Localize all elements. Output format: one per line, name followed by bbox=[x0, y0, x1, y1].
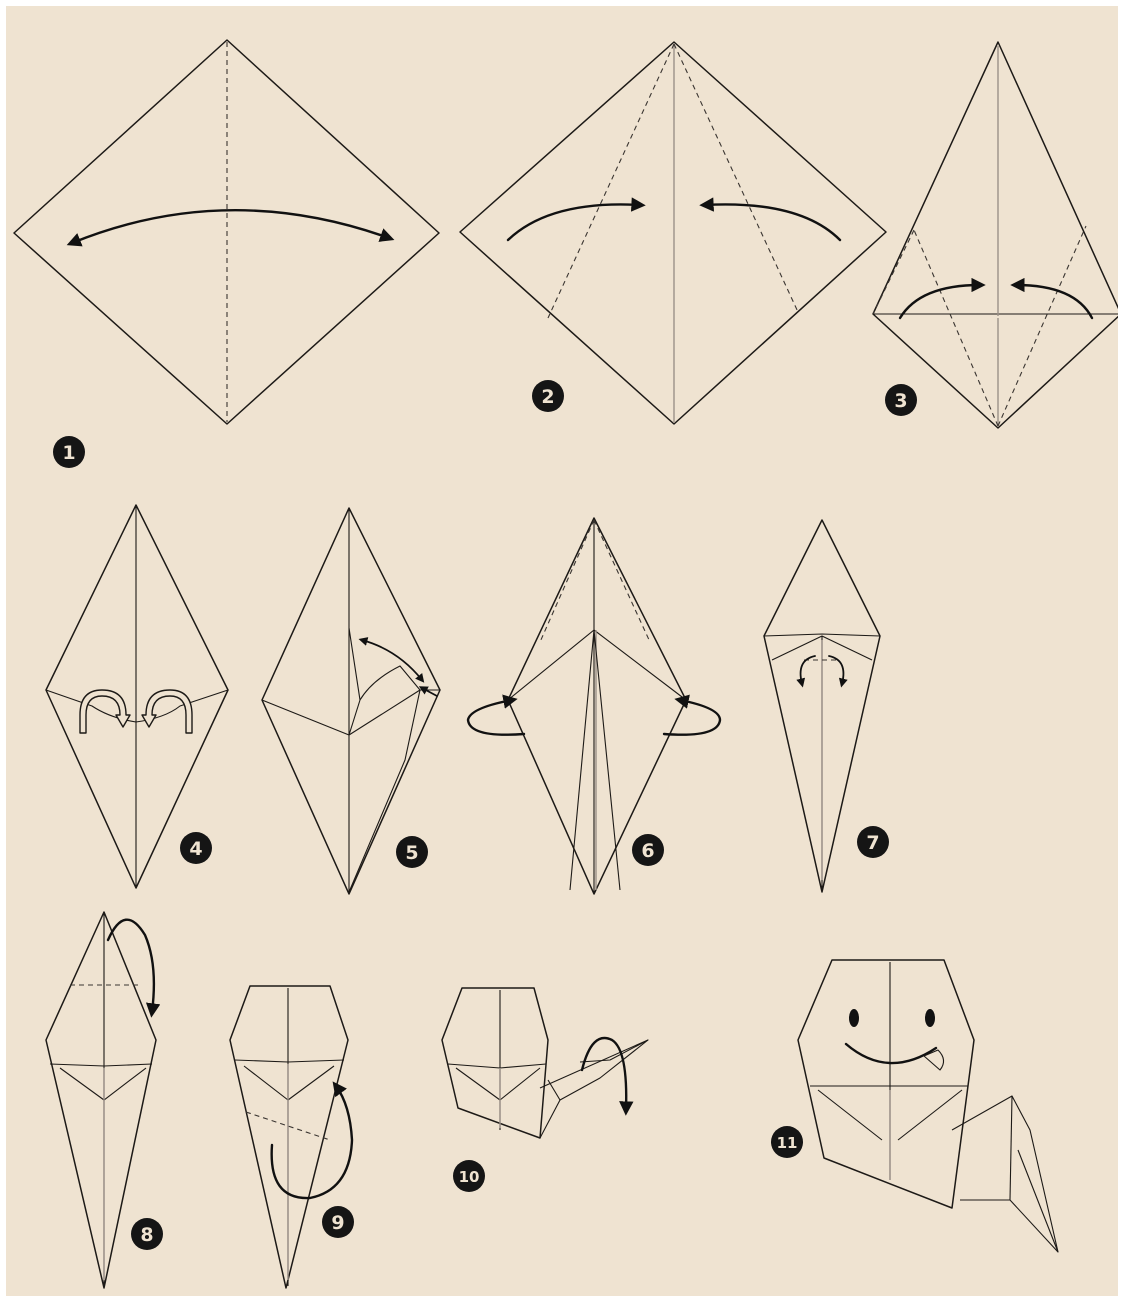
ghost-right-eye bbox=[925, 1009, 935, 1027]
step-7-badge: 7 bbox=[857, 826, 889, 858]
ghost-left-eye bbox=[849, 1009, 859, 1027]
step-2-badge: 2 bbox=[532, 380, 564, 412]
step-9-number: 9 bbox=[331, 1212, 344, 1234]
step-7-number: 7 bbox=[866, 832, 879, 854]
step-6-number: 6 bbox=[641, 840, 654, 862]
step-5-badge: 5 bbox=[396, 836, 428, 868]
step-10-number: 10 bbox=[459, 1168, 480, 1186]
step-9-badge: 9 bbox=[322, 1206, 354, 1238]
step-11-badge: 11 bbox=[771, 1126, 803, 1158]
step-10-badge: 10 bbox=[453, 1160, 485, 1192]
step-3-badge: 3 bbox=[885, 384, 917, 416]
step-1-badge: 1 bbox=[53, 436, 85, 468]
diagram-canvas: 1 2 3 4 5 6 7 8 9 10 11 bbox=[6, 6, 1118, 1296]
origami-instruction-sheet: 1 2 3 4 5 6 7 8 9 10 11 bbox=[6, 6, 1118, 1296]
step-5-number: 5 bbox=[405, 842, 418, 864]
step-2-number: 2 bbox=[541, 386, 554, 408]
step-8-number: 8 bbox=[140, 1224, 153, 1246]
step-4-number: 4 bbox=[189, 838, 202, 860]
step-1-number: 1 bbox=[62, 442, 75, 464]
step-11-number: 11 bbox=[777, 1134, 798, 1152]
step-6-badge: 6 bbox=[632, 834, 664, 866]
step-8-badge: 8 bbox=[131, 1218, 163, 1250]
step-4-badge: 4 bbox=[180, 832, 212, 864]
step-3-number: 3 bbox=[894, 390, 907, 412]
paper-background bbox=[6, 6, 1118, 1296]
